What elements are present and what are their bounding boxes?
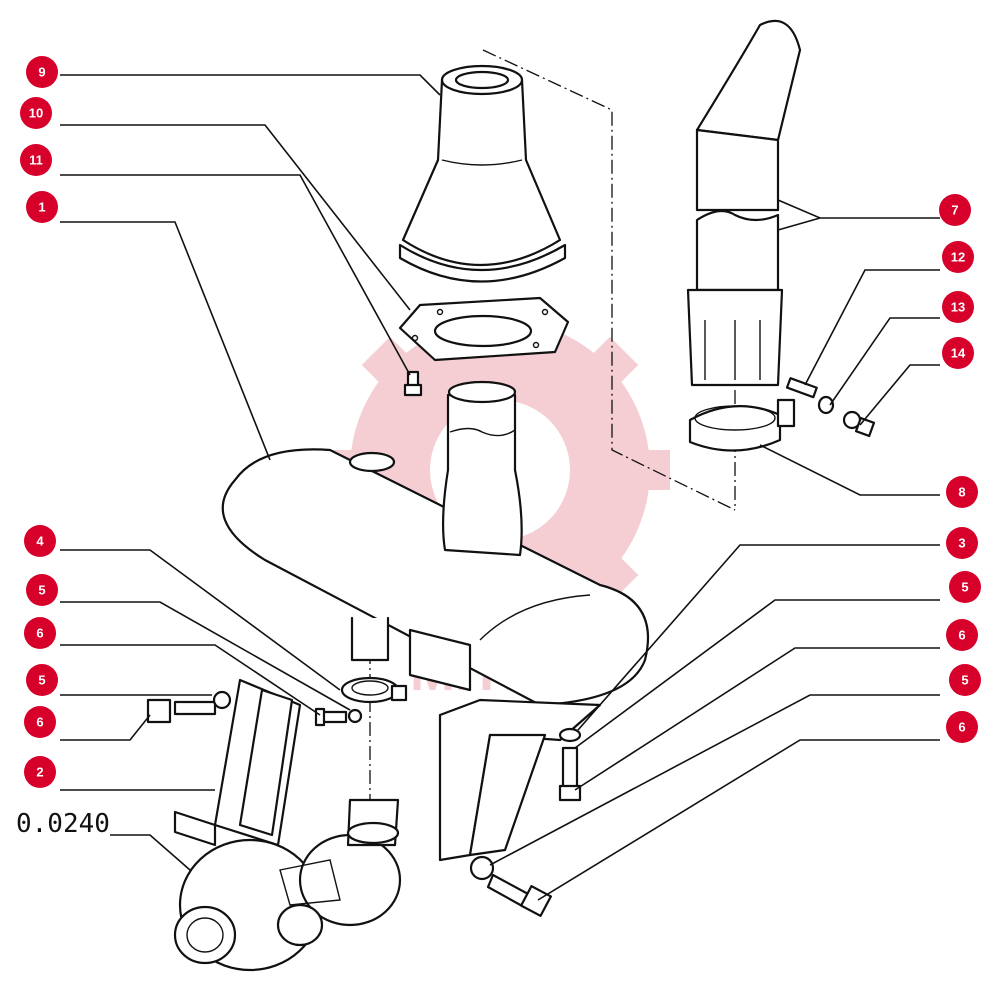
part-4-clamp xyxy=(340,676,408,704)
callout: 6 xyxy=(24,706,56,738)
fasteners-right xyxy=(469,727,582,917)
drawing-code: 0.0240 xyxy=(16,809,110,839)
svg-text:6: 6 xyxy=(958,720,965,735)
callout: 6 xyxy=(946,711,978,743)
callout: 6 xyxy=(24,617,56,649)
svg-text:1: 1 xyxy=(38,200,45,215)
svg-text:5: 5 xyxy=(961,580,968,595)
svg-text:13: 13 xyxy=(951,300,965,315)
svg-text:10: 10 xyxy=(29,106,43,121)
svg-text:6: 6 xyxy=(36,715,43,730)
svg-text:3: 3 xyxy=(958,536,965,551)
callout: 4 xyxy=(24,525,56,557)
part-2-bracket xyxy=(173,678,302,847)
callout: 6 xyxy=(946,619,978,651)
svg-text:9: 9 xyxy=(38,65,45,80)
svg-text:14: 14 xyxy=(951,346,966,361)
part-10-gasket xyxy=(398,296,570,362)
callout: 3 xyxy=(946,527,978,559)
svg-text:12: 12 xyxy=(951,250,965,265)
callout: 5 xyxy=(949,664,981,696)
callout: 2 xyxy=(24,756,56,788)
parts-12-13-14-hardware xyxy=(785,377,876,438)
svg-text:7: 7 xyxy=(951,203,958,218)
svg-text:5: 5 xyxy=(961,673,968,688)
leader-lines xyxy=(60,74,940,901)
fasteners-left xyxy=(146,690,363,727)
callout: 5 xyxy=(26,574,58,606)
part-3-bracket xyxy=(438,698,602,862)
svg-text:6: 6 xyxy=(36,626,43,641)
callout: 13 xyxy=(942,291,974,323)
callout: 8 xyxy=(946,476,978,508)
callout: 11 xyxy=(20,144,52,176)
callout: 12 xyxy=(942,241,974,273)
svg-text:5: 5 xyxy=(38,673,45,688)
callout: 10 xyxy=(20,97,52,129)
part-11-screw xyxy=(403,370,423,397)
svg-text:11: 11 xyxy=(29,153,43,168)
callout: 1 xyxy=(26,191,58,223)
callout-markers: 9 10 11 1 4 5 6 5 6 2 7 12 13 14 8 3 5 6… xyxy=(20,56,981,788)
turbocharger xyxy=(173,798,402,972)
callout: 5 xyxy=(26,664,58,696)
svg-text:6: 6 xyxy=(958,628,965,643)
callout: 9 xyxy=(26,56,58,88)
callout: 14 xyxy=(942,337,974,369)
callout: 5 xyxy=(949,571,981,603)
svg-text:4: 4 xyxy=(36,534,44,549)
svg-text:5: 5 xyxy=(38,583,45,598)
part-9-cone-pipe xyxy=(398,64,567,283)
part-1-muffler xyxy=(221,380,650,707)
part-8-pipe-clamp xyxy=(688,398,796,452)
callout: 7 xyxy=(939,194,971,226)
svg-text:8: 8 xyxy=(958,485,965,500)
svg-text:2: 2 xyxy=(36,765,43,780)
part-7-exhaust-pipe xyxy=(686,19,802,387)
